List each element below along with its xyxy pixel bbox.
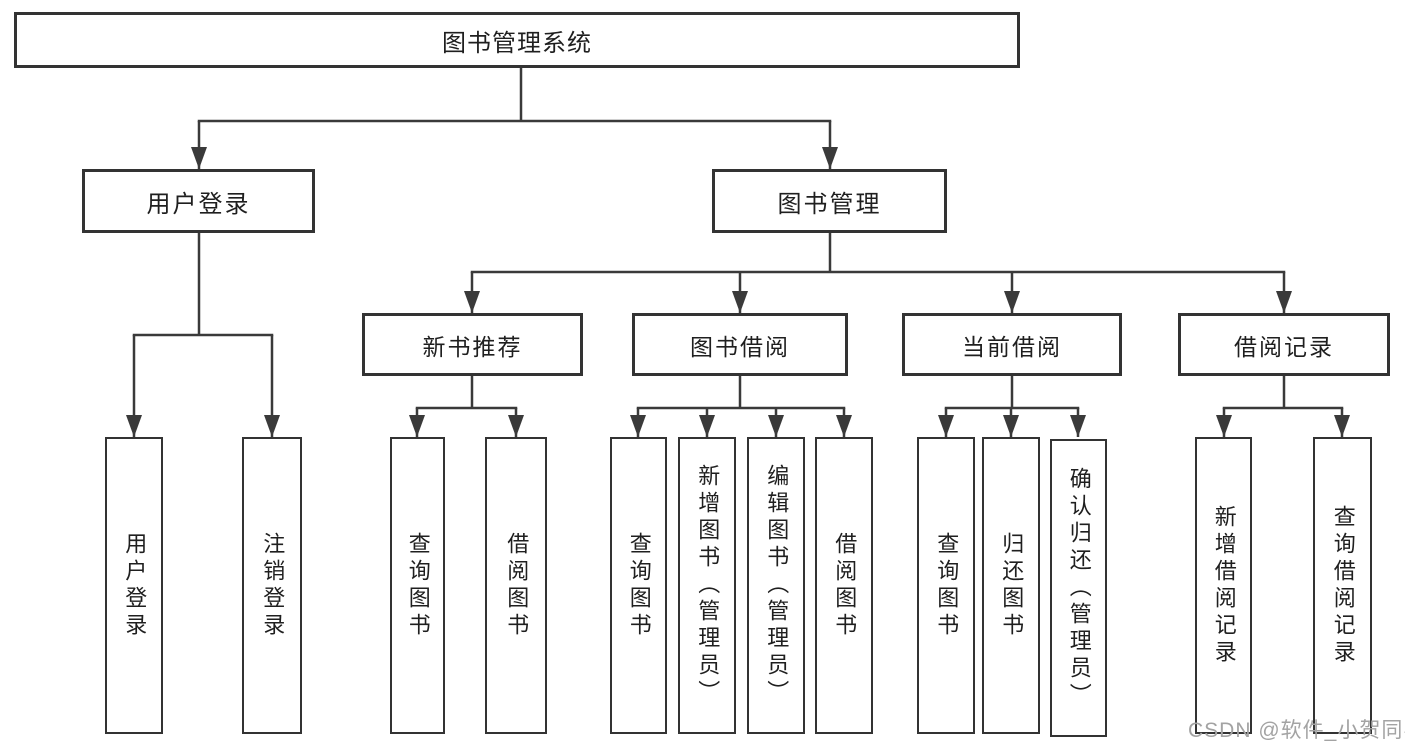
connector-new-book — [409, 376, 524, 437]
leaf-user-login: 用户登录 — [105, 437, 163, 734]
csdn-watermark: CSDN @软件_小贺同学 — [1188, 719, 1405, 742]
connector-book-borrow — [630, 376, 852, 437]
node-root-system: 图书管理系统 — [14, 12, 1020, 68]
connector-current-borrow — [938, 376, 1086, 437]
connector-user-login — [126, 233, 280, 437]
node-label: 新书推荐 — [422, 333, 523, 360]
leaf-label: 新增借阅记录 — [1211, 504, 1237, 667]
leaf-label: 归还图书 — [999, 531, 1025, 640]
leaf-label: 编辑图书（管理员） — [764, 464, 790, 707]
leaf-label: 查询图书 — [934, 531, 960, 640]
leaf-label: 查询图书 — [626, 531, 652, 640]
leaf-borrow-books-recommend: 借阅图书 — [485, 437, 547, 734]
leaf-add-borrow-record: 新增借阅记录 — [1195, 437, 1252, 734]
leaf-query-borrow-record: 查询借阅记录 — [1313, 437, 1372, 734]
leaf-edit-book-admin: 编辑图书（管理员） — [747, 437, 805, 734]
leaf-query-books-borrow: 查询图书 — [610, 437, 667, 734]
leaf-return-book: 归还图书 — [982, 437, 1040, 734]
node-current-borrow: 当前借阅 — [902, 313, 1122, 376]
leaf-confirm-return-admin: 确认归还（管理员） — [1050, 439, 1107, 737]
leaf-label: 查询借阅记录 — [1330, 504, 1356, 667]
node-book-borrow: 图书借阅 — [632, 313, 848, 376]
node-label: 图书借阅 — [690, 333, 790, 360]
leaf-label: 注销登录 — [260, 531, 286, 640]
connector-book-management — [464, 233, 1292, 313]
leaf-label: 新增图书（管理员） — [695, 464, 721, 707]
node-user-login: 用户登录 — [82, 169, 315, 233]
leaf-label: 确认归还（管理员） — [1066, 466, 1092, 710]
node-root-label: 图书管理系统 — [442, 29, 592, 57]
leaf-label: 借阅图书 — [832, 531, 858, 640]
connector-root — [191, 68, 838, 169]
leaf-label: 查询图书 — [405, 531, 431, 640]
node-label: 用户登录 — [146, 190, 251, 218]
node-book-management: 图书管理 — [712, 169, 947, 233]
node-borrow-records: 借阅记录 — [1178, 313, 1390, 376]
node-label: 图书管理 — [777, 190, 882, 218]
leaf-query-books-recommend: 查询图书 — [390, 437, 445, 734]
leaf-label: 用户登录 — [122, 531, 148, 640]
node-label: 借阅记录 — [1234, 333, 1334, 360]
node-label: 当前借阅 — [962, 333, 1062, 360]
connector-borrow-records — [1216, 376, 1350, 437]
leaf-borrow-books: 借阅图书 — [815, 437, 873, 734]
leaf-logout: 注销登录 — [242, 437, 302, 734]
node-new-book-recommend: 新书推荐 — [362, 313, 583, 376]
leaf-label: 借阅图书 — [504, 531, 530, 640]
leaf-query-books-current: 查询图书 — [917, 437, 975, 734]
leaf-add-book-admin: 新增图书（管理员） — [678, 437, 736, 734]
